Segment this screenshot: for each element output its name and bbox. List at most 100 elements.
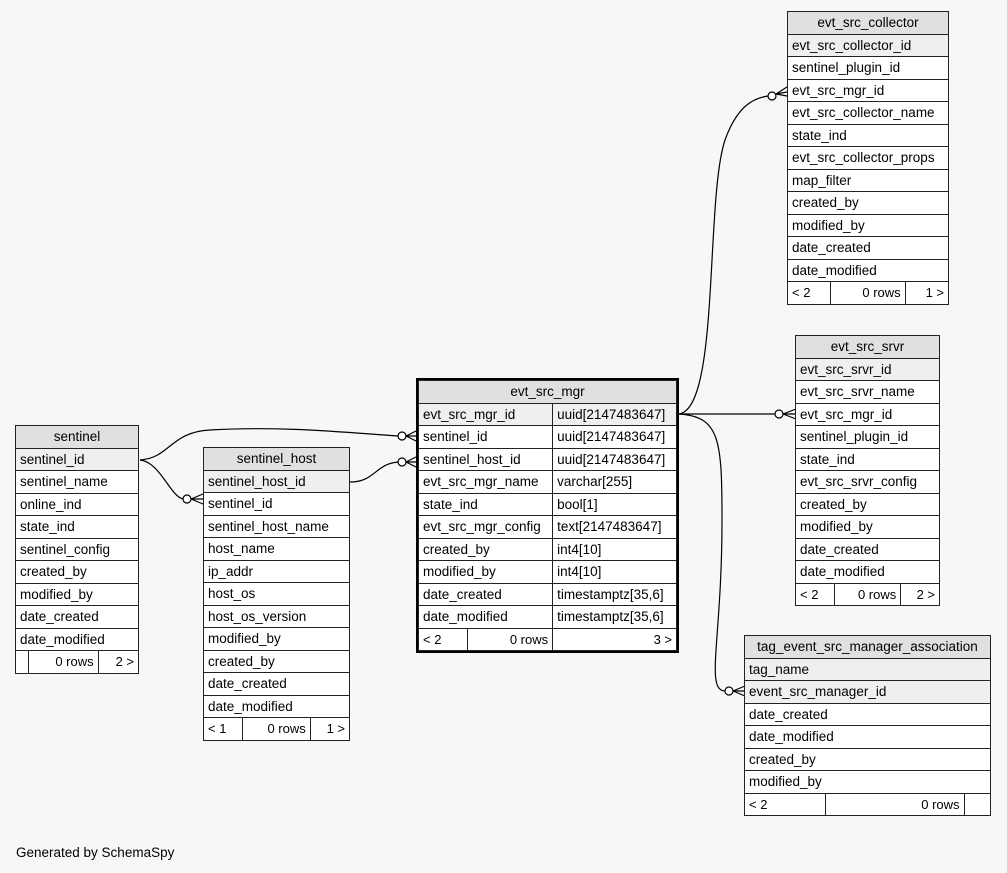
column-name[interactable]: state_ind (15, 515, 139, 539)
column-row[interactable]: host_name (203, 537, 350, 561)
column-row[interactable]: date_created (203, 672, 350, 696)
column-name[interactable]: tag_name (744, 657, 991, 681)
children-link[interactable] (963, 792, 992, 816)
column-row[interactable]: modified_by (795, 515, 940, 539)
column-row[interactable]: ip_addr (203, 559, 350, 583)
column-row[interactable]: event_src_manager_id (744, 680, 991, 704)
column-name[interactable]: date_modified (787, 258, 949, 282)
column-row[interactable]: date_modified (795, 560, 940, 584)
column-name[interactable]: sentinel_id (15, 447, 139, 471)
column-row[interactable]: date_created (795, 537, 940, 561)
column-name[interactable]: evt_src_mgr_id (795, 402, 940, 426)
children-link[interactable]: 1 > (309, 717, 351, 741)
column-name[interactable]: evt_src_collector_name (787, 101, 949, 125)
parents-link[interactable]: < 2 (786, 281, 832, 305)
column-row[interactable]: date_created (744, 702, 991, 726)
column-row[interactable]: evt_src_collector_name (787, 101, 949, 125)
column-row[interactable]: sentinel_id (15, 447, 139, 471)
column-row[interactable]: modified_by (203, 627, 350, 651)
parents-link[interactable]: < 2 (417, 627, 469, 651)
column-name[interactable]: evt_src_collector_props (787, 146, 949, 170)
column-name[interactable]: evt_src_mgr_id (417, 402, 554, 426)
column-row[interactable]: created_by (203, 649, 350, 673)
children-link[interactable]: 1 > (904, 281, 950, 305)
column-name[interactable]: modified_by (203, 627, 350, 651)
column-row[interactable]: evt_src_srvr_config (795, 470, 940, 494)
column-row[interactable]: date_created (15, 605, 139, 629)
column-name[interactable]: created_by (795, 492, 940, 516)
column-name[interactable]: host_os_version (203, 604, 350, 628)
column-name[interactable]: state_ind (787, 123, 949, 147)
column-row[interactable]: created_by (795, 492, 940, 516)
column-row[interactable]: modified_by (787, 213, 949, 237)
column-name[interactable]: evt_src_mgr_name (417, 470, 554, 494)
parents-link[interactable]: < 1 (202, 717, 244, 741)
column-name[interactable]: evt_src_collector_id (787, 33, 949, 57)
parents-link[interactable]: < 2 (744, 792, 826, 816)
table-title[interactable]: evt_src_collector (787, 11, 949, 35)
column-name[interactable]: sentinel_host_id (203, 469, 350, 493)
column-name[interactable]: evt_src_srvr_id (795, 357, 940, 381)
column-row[interactable]: state_ind (15, 515, 139, 539)
column-name[interactable]: date_created (203, 672, 350, 696)
column-row[interactable]: date_modified (744, 725, 991, 749)
table-title[interactable]: evt_src_srvr (795, 335, 940, 359)
column-name[interactable]: sentinel_plugin_id (787, 56, 949, 80)
column-name[interactable]: evt_src_mgr_id (787, 78, 949, 102)
column-row[interactable]: modified_by (744, 770, 991, 794)
column-name[interactable]: date_modified (417, 605, 554, 629)
column-row[interactable]: sentinel_host_name (203, 514, 350, 538)
column-row[interactable]: modified_by (15, 582, 139, 606)
column-name[interactable]: date_modified (795, 560, 940, 584)
column-name[interactable]: created_by (787, 191, 949, 215)
column-name[interactable]: modified_by (15, 582, 139, 606)
column-name[interactable]: state_ind (795, 447, 940, 471)
children-link[interactable]: 2 > (900, 582, 940, 606)
column-name[interactable]: host_name (203, 537, 350, 561)
table-title[interactable]: tag_event_src_manager_association (744, 635, 991, 659)
column-name[interactable]: created_by (15, 560, 139, 584)
column-row[interactable]: evt_src_collector_id (787, 33, 949, 57)
column-row[interactable]: evt_src_mgr_id (787, 78, 949, 102)
column-row[interactable]: sentinel_plugin_id (795, 425, 940, 449)
column-name[interactable]: sentinel_host_name (203, 514, 350, 538)
column-name[interactable]: created_by (203, 649, 350, 673)
column-row[interactable]: evt_src_srvr_name (795, 380, 940, 404)
children-link[interactable]: 3 > (552, 627, 677, 651)
column-row[interactable]: evt_src_collector_props (787, 146, 949, 170)
column-name[interactable]: date_created (417, 582, 554, 606)
table-title[interactable]: sentinel (15, 425, 139, 449)
column-row[interactable]: state_ind (795, 447, 940, 471)
column-name[interactable]: sentinel_id (203, 492, 350, 516)
column-name[interactable]: date_created (15, 605, 139, 629)
children-link[interactable]: 2 > (97, 650, 140, 674)
column-row[interactable]: evt_src_mgr_id (795, 402, 940, 426)
column-name[interactable]: sentinel_plugin_id (795, 425, 940, 449)
column-row[interactable]: date_modified (15, 627, 139, 651)
table-title[interactable]: sentinel_host (203, 447, 350, 471)
column-row[interactable]: online_ind (15, 492, 139, 516)
column-name[interactable]: evt_src_mgr_config (417, 515, 554, 539)
column-row[interactable]: created_by (744, 747, 991, 771)
column-name[interactable]: sentinel_id (417, 425, 554, 449)
column-row[interactable]: sentinel_host_id (203, 469, 350, 493)
column-name[interactable]: date_created (787, 236, 949, 260)
column-row[interactable]: date_modified (203, 694, 350, 718)
column-name[interactable]: modified_by (744, 770, 991, 794)
column-name[interactable]: sentinel_config (15, 537, 139, 561)
column-row[interactable]: date_created (787, 236, 949, 260)
column-row[interactable]: state_ind (787, 123, 949, 147)
column-name[interactable]: date_modified (203, 694, 350, 718)
column-name[interactable]: created_by (417, 537, 554, 561)
column-name[interactable]: modified_by (787, 213, 949, 237)
column-name[interactable]: state_ind (417, 492, 554, 516)
